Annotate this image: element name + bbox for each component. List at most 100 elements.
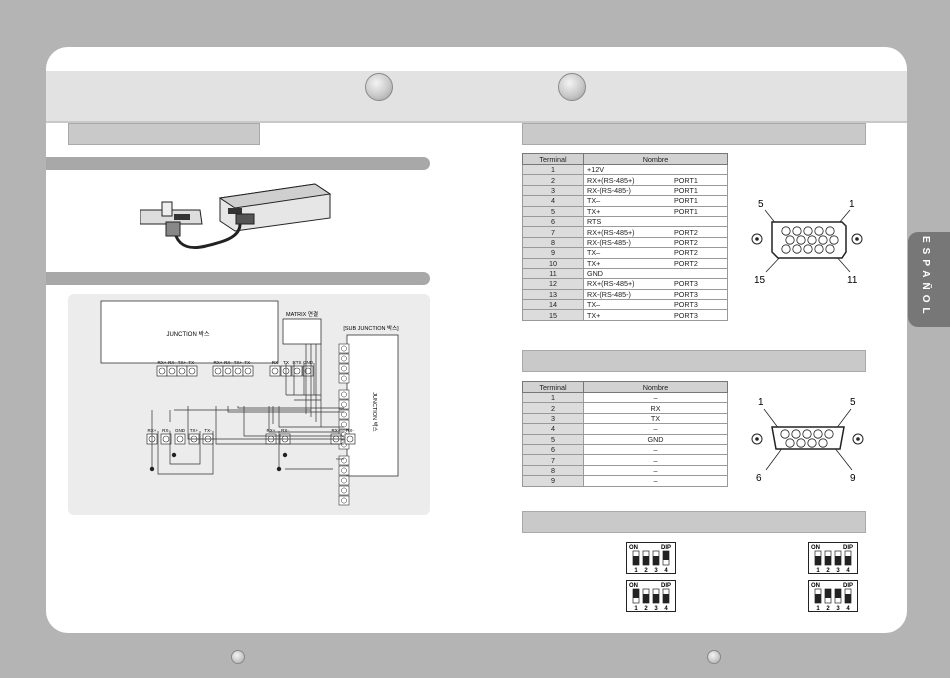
pin-name: –: [583, 443, 728, 456]
terminal-screw-icon: [224, 367, 232, 375]
pin-name: RX-(RS-485-): [583, 184, 671, 197]
terminal-label: GND: [175, 428, 186, 433]
connector-pin: [792, 226, 802, 236]
pin-port: [671, 267, 728, 280]
pin-terminal: 11: [522, 267, 584, 280]
dip-title-label: DIP: [843, 545, 853, 551]
c9-label-tl: 1: [758, 397, 764, 408]
dip-number-label: 3: [654, 568, 658, 574]
terminal-screw-icon: [341, 365, 347, 372]
connector-pin: [814, 244, 824, 254]
dip-lever: [845, 594, 851, 603]
pin-terminal: 14: [522, 299, 584, 311]
right-page-number-disc-icon: [707, 650, 721, 664]
left-page-number-disc-icon: [231, 650, 245, 664]
pin-name: GND: [583, 433, 728, 445]
c15-label-br: 11: [847, 275, 858, 286]
terminal-label: RX-: [224, 360, 232, 365]
dip-number-label: 2: [826, 568, 830, 574]
connector-pin: [781, 244, 791, 254]
c9-label-br: 9: [850, 473, 856, 484]
terminal-screw-icon: [162, 435, 170, 443]
terminal-screw-icon: [244, 367, 252, 375]
col-nombre-9: Nombre: [583, 381, 728, 393]
terminal-label: TX: [283, 360, 289, 365]
connector-pin: [796, 235, 806, 245]
dip-number-label: 1: [816, 568, 820, 574]
pin-name: RX: [583, 402, 728, 414]
terminal-screw-icon: [341, 487, 347, 494]
pin-terminal: 3: [522, 184, 584, 197]
terminal-screw-icon: [341, 345, 347, 352]
pin-port: PORT2: [671, 257, 728, 269]
language-side-tab[interactable]: ESPAÑOL: [908, 232, 950, 327]
terminal-screw-icon: [271, 367, 279, 375]
pin-name: TX–: [583, 247, 671, 259]
terminal-screw-icon: [341, 401, 347, 408]
pin-name: –: [583, 454, 728, 466]
pin-terminal: 4: [522, 423, 584, 435]
header-band-line: [46, 121, 907, 123]
terminal-label: TX+: [190, 428, 199, 433]
terminal-screw-icon: [188, 367, 196, 375]
dip-number-label: 1: [816, 606, 820, 612]
dip-lever: [825, 556, 831, 565]
dip-lever: [815, 556, 821, 565]
matrix-label: MATRIX 연결: [286, 310, 318, 318]
terminal-screw-icon: [341, 421, 347, 428]
pin-port: PORT3: [671, 288, 728, 301]
pin-port: PORT3: [671, 309, 728, 321]
connector-15pin: 5 1 15 11: [751, 199, 863, 286]
connector-pin: [807, 438, 817, 448]
dip-lever: [663, 551, 669, 560]
pin-terminal: 1: [522, 391, 584, 404]
terminal-screw-icon: [341, 411, 347, 418]
pin-row: 9–: [522, 475, 728, 487]
connector-pin: [792, 244, 802, 254]
pin-terminal: 9: [522, 475, 584, 487]
terminal-screw-icon: [293, 367, 301, 375]
terminal-label: TX-: [188, 360, 196, 365]
col-terminal: Terminal: [522, 153, 584, 165]
dip-number-label: 3: [836, 606, 840, 612]
pin-port: PORT2: [671, 247, 728, 259]
connector-pin: [791, 429, 801, 439]
dip-on-label: ON: [629, 545, 638, 551]
connector-pin: [780, 429, 790, 439]
pin-port: PORT3: [671, 278, 728, 290]
col-terminal-9: Terminal: [522, 381, 584, 393]
terminal-screw-icon: [341, 497, 347, 504]
terminal-label: RX-: [162, 428, 170, 433]
section-bar-junction: [46, 272, 430, 285]
wiring-lines: [151, 344, 344, 475]
terminal-screw-icon: [341, 375, 347, 382]
pin-port: PORT1: [671, 184, 728, 197]
pin-name: +12V: [583, 163, 671, 176]
pin-port: [671, 163, 728, 176]
pin-name: –: [583, 391, 728, 404]
dip-lever: [825, 589, 831, 598]
connector-pin: [796, 438, 806, 448]
pin-terminal: 7: [522, 226, 584, 238]
pin-terminal: 15: [522, 309, 584, 321]
terminal-label: RX+: [332, 428, 341, 433]
connector-pin: [802, 429, 812, 439]
pin-name: TX+: [583, 309, 671, 321]
junction-box-label: JUNCTION 박스: [166, 330, 210, 338]
pin-row: 6–: [522, 443, 728, 456]
terminal-label: GND: [303, 360, 314, 365]
terminal-label: TX+: [178, 360, 187, 365]
terminal-label: RX+: [158, 360, 167, 365]
pin-port: PORT2: [671, 226, 728, 238]
terminal-label: TX-: [244, 360, 252, 365]
pin-name: RX-(RS-485-): [583, 236, 671, 249]
terminal-screw-icon: [234, 367, 242, 375]
dip-number-label: 3: [836, 568, 840, 574]
terminal-screw-icon: [341, 477, 347, 484]
